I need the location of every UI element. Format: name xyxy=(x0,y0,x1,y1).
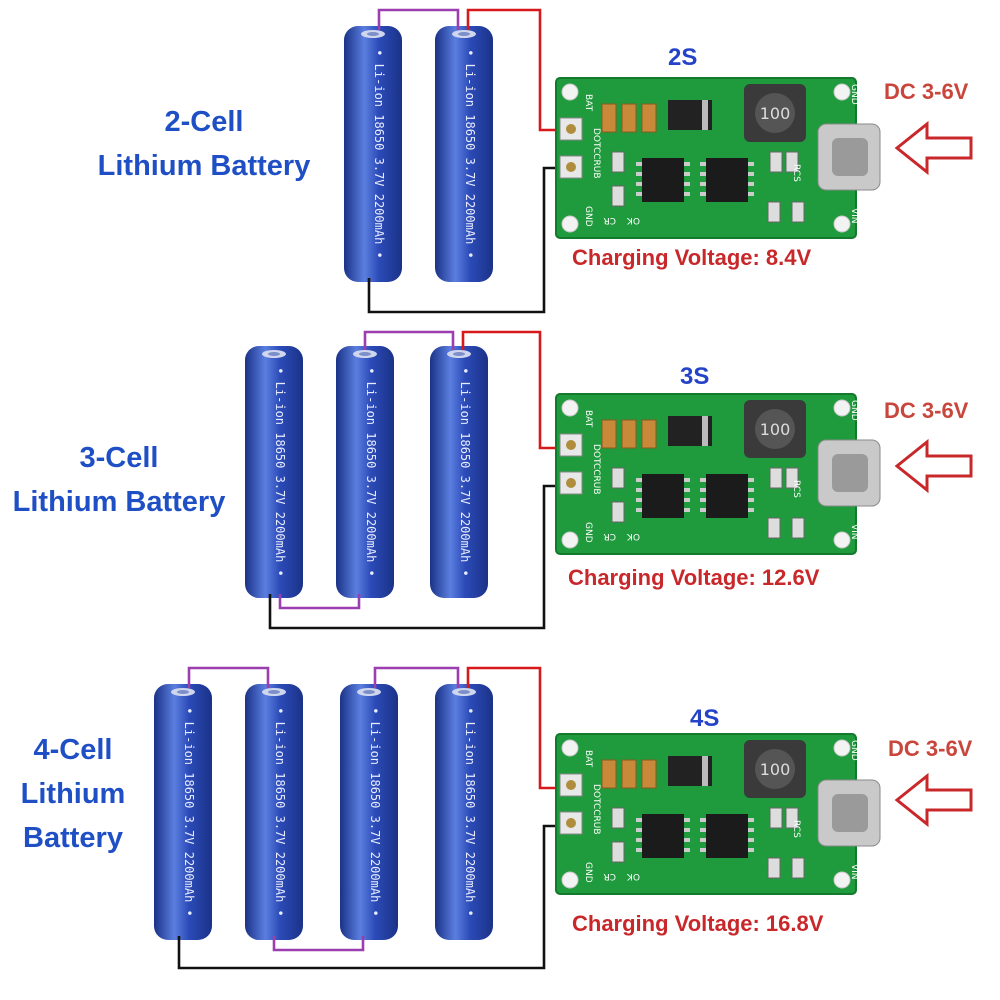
label-line: 2-Cell xyxy=(164,106,244,138)
battery-18650: • Li-ion 18650 3.7V 2200mAh • xyxy=(336,346,394,598)
config-4s: 4S xyxy=(690,705,720,732)
charging-voltage-3s: Charging Voltage: 12.6V xyxy=(568,565,820,590)
label-line: Lithium Battery xyxy=(97,150,311,182)
battery-18650: • Li-ion 18650 3.7V 2200mAh • xyxy=(344,26,402,282)
battery-18650: • Li-ion 18650 3.7V 2200mAh • xyxy=(245,684,303,940)
silk-cr: CR xyxy=(603,531,616,541)
silk-rcs: RCS xyxy=(791,820,801,838)
battery-18650: • Li-ion 18650 3.7V 2200mAh • xyxy=(435,26,493,282)
charging-voltage-2s: Charging Voltage: 8.4V xyxy=(572,245,812,270)
silk-vin: VIN xyxy=(849,524,859,540)
battery-18650: • Li-ion 18650 3.7V 2200mAh • xyxy=(154,684,212,940)
section-3cell-label: 3-Cell Lithium Battery xyxy=(0,436,238,524)
silk-dotccrub: DOTCCRUB xyxy=(591,784,601,835)
series-link-top xyxy=(373,666,460,688)
series-link-top xyxy=(363,330,455,350)
battery-print: • Li-ion 18650 3.7V 2200mAh • xyxy=(372,49,386,259)
charger-board: 100 BAT DOTCCRUB GND CR OK RCS VIN GND xyxy=(555,733,881,895)
battery-18650: • Li-ion 18650 3.7V 2200mAh • xyxy=(435,684,493,940)
dc-input-2s: DC 3-6V xyxy=(884,79,969,104)
silk-dotccrub: DOTCCRUB xyxy=(591,128,601,179)
inductor-label: 100 xyxy=(760,420,791,439)
charger-board: 100 BAT DOTCCRUB GND CR OK RCS VIN GND xyxy=(555,393,881,555)
mount-hole-icon xyxy=(561,739,579,757)
label-line: Battery xyxy=(23,822,123,854)
silk-bat: BAT xyxy=(583,410,593,428)
silk-gnd: GND xyxy=(583,206,593,227)
mount-hole-icon xyxy=(833,83,851,101)
input-arrow-icon xyxy=(894,438,973,494)
silk-gnd-input: GND xyxy=(849,400,859,421)
silk-bat: BAT xyxy=(583,750,593,768)
dc-input-4s: DC 3-6V xyxy=(888,736,973,761)
mount-hole-icon xyxy=(833,739,851,757)
ground-wire xyxy=(367,166,570,314)
silk-ok: OK xyxy=(626,215,640,225)
ground-wire xyxy=(177,824,570,970)
series-link-bottom xyxy=(272,936,365,952)
battery-print: • Li-ion 18650 3.7V 2200mAh • xyxy=(458,367,472,577)
positive-wire xyxy=(461,330,570,450)
positive-wire xyxy=(466,666,570,790)
silk-gnd-input: GND xyxy=(849,740,859,761)
inductor-label: 100 xyxy=(760,760,791,779)
label-line: Lithium Battery xyxy=(12,486,226,518)
mount-hole-icon xyxy=(833,531,851,549)
charger-board: 100 BAT DOTCCRUB GND CR OK RCS VIN GND xyxy=(555,77,881,239)
battery-print: • Li-ion 18650 3.7V 2200mAh • xyxy=(273,707,287,917)
mount-hole-icon xyxy=(833,399,851,417)
battery-18650: • Li-ion 18650 3.7V 2200mAh • xyxy=(430,346,488,598)
silk-rcs: RCS xyxy=(791,480,801,498)
silk-bat: BAT xyxy=(583,94,593,112)
silk-gnd-input: GND xyxy=(849,84,859,105)
mount-hole-icon xyxy=(561,83,579,101)
series-link-top xyxy=(187,666,270,688)
label-line: 4-Cell xyxy=(33,734,113,766)
label-line: Lithium xyxy=(20,778,126,810)
charging-voltage-4s: Charging Voltage: 16.8V xyxy=(572,911,824,936)
battery-print: • Li-ion 18650 3.7V 2200mAh • xyxy=(463,49,477,259)
battery-18650: • Li-ion 18650 3.7V 2200mAh • xyxy=(245,346,303,598)
battery-print: • Li-ion 18650 3.7V 2200mAh • xyxy=(463,707,477,917)
mount-hole-icon xyxy=(561,531,579,549)
mount-hole-icon xyxy=(561,871,579,889)
silk-vin: VIN xyxy=(849,208,859,224)
series-link-bottom xyxy=(278,594,361,610)
dc-input-3s: DC 3-6V xyxy=(884,398,969,423)
silk-vin: VIN xyxy=(849,864,859,880)
battery-18650: • Li-ion 18650 3.7V 2200mAh • xyxy=(340,684,398,940)
silk-dotccrub: DOTCCRUB xyxy=(591,444,601,495)
input-arrow-icon xyxy=(894,772,973,828)
battery-print: • Li-ion 18650 3.7V 2200mAh • xyxy=(364,367,378,577)
input-arrow-icon xyxy=(894,120,973,176)
battery-print: • Li-ion 18650 3.7V 2200mAh • xyxy=(273,367,287,577)
config-2s: 2S xyxy=(668,44,698,71)
mount-hole-icon xyxy=(833,871,851,889)
positive-wire xyxy=(466,8,570,132)
section-2cell-label: 2-Cell Lithium Battery xyxy=(86,100,322,188)
series-link-top xyxy=(377,8,460,30)
battery-print: • Li-ion 18650 3.7V 2200mAh • xyxy=(182,707,196,917)
inductor-label: 100 xyxy=(760,104,791,123)
silk-gnd: GND xyxy=(583,862,593,883)
silk-gnd: GND xyxy=(583,522,593,543)
ground-wire xyxy=(268,484,570,630)
battery-print: • Li-ion 18650 3.7V 2200mAh • xyxy=(368,707,382,917)
silk-cr: CR xyxy=(603,215,616,225)
silk-cr: CR xyxy=(603,871,616,881)
silk-ok: OK xyxy=(626,871,640,881)
config-3s: 3S xyxy=(680,363,710,390)
label-line: 3-Cell xyxy=(79,442,159,474)
section-4cell-label: 4-Cell Lithium Battery xyxy=(8,728,138,860)
silk-rcs: RCS xyxy=(791,164,801,182)
mount-hole-icon xyxy=(833,215,851,233)
silk-ok: OK xyxy=(626,531,640,541)
mount-hole-icon xyxy=(561,215,579,233)
mount-hole-icon xyxy=(561,399,579,417)
